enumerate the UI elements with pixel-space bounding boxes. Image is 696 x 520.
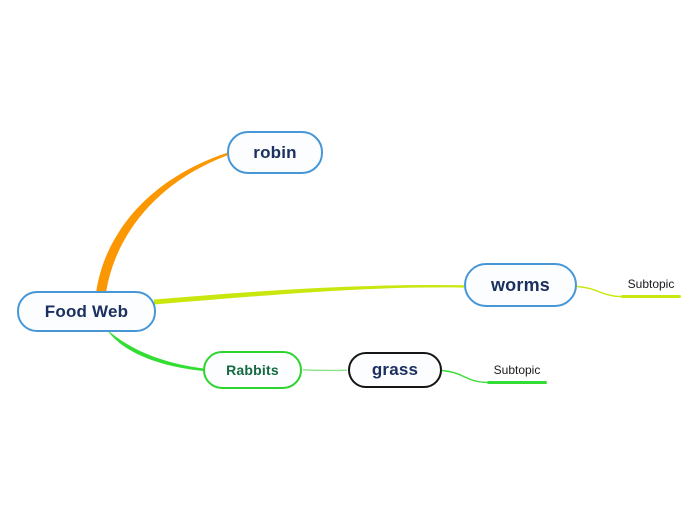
subtopic-under-grass-label: Subtopic <box>493 363 541 377</box>
topic-rabbits[interactable]: Rabbits <box>203 351 302 389</box>
branch-grass-subtopic <box>441 369 488 384</box>
subtopic-under-grass[interactable]: Subtopic <box>487 363 547 384</box>
branch-foodweb-worms <box>154 285 464 305</box>
topic-robin-label: robin <box>253 142 297 162</box>
topic-food-web[interactable]: Food Web <box>17 291 156 332</box>
subtopic-under-grass-underline <box>487 381 547 384</box>
subtopic-under-worms[interactable]: Subtopic <box>621 277 681 298</box>
branch-foodweb-rabbits <box>105 328 203 371</box>
topic-food-web-label: Food Web <box>44 301 129 321</box>
topic-grass-label: grass <box>371 360 419 379</box>
topic-worms-label: worms <box>490 274 551 295</box>
subtopic-under-worms-underline <box>621 295 681 298</box>
topic-grass[interactable]: grass <box>348 352 442 388</box>
branch-foodweb-robin <box>96 152 227 293</box>
topic-robin[interactable]: robin <box>227 131 323 174</box>
topic-worms[interactable]: worms <box>464 263 577 307</box>
branch-rabbits-grass <box>302 369 348 372</box>
subtopic-under-worms-label: Subtopic <box>627 277 675 291</box>
topic-rabbits-label: Rabbits <box>226 362 279 378</box>
branch-worms-subtopic <box>576 285 622 298</box>
